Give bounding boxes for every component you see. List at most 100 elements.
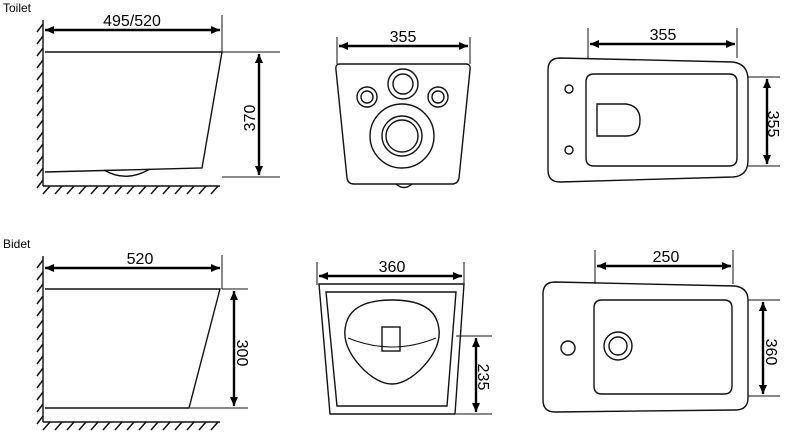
bidet-side-body <box>45 288 221 409</box>
bidet-side-view: 520 300 <box>36 251 250 431</box>
hatch-stroke <box>36 367 44 377</box>
fixing-hole-left-inner <box>360 90 374 104</box>
hatch-stroke <box>126 421 135 431</box>
hatch-stroke <box>36 131 44 141</box>
hatch-stroke <box>36 307 44 317</box>
bidet-side-height-label: 300 <box>233 340 250 367</box>
toilet-side-height-label: 370 <box>242 105 259 132</box>
hatch-stroke <box>90 421 99 431</box>
tap-hole <box>560 340 576 356</box>
bidet-back-contour <box>347 337 437 348</box>
hatch-stroke <box>36 379 44 389</box>
toilet-rim <box>585 73 738 167</box>
hatch-stroke <box>54 185 63 195</box>
hatch-stroke <box>102 421 111 431</box>
bidet-back-opening <box>344 299 440 385</box>
hatch-stroke <box>36 143 44 153</box>
hatch-stroke <box>36 83 44 93</box>
hatch-stroke <box>36 391 44 401</box>
fixing-hole-top <box>387 68 419 100</box>
section-label-bidet: Bidet <box>3 237 31 251</box>
toilet-back-body <box>335 63 471 185</box>
hatch-stroke <box>36 271 44 281</box>
hatch-stroke <box>36 71 44 81</box>
toilet-back-outlet <box>395 183 413 189</box>
toilet-side-view: 495/520 370 <box>36 13 280 195</box>
hatch-stroke <box>36 23 44 33</box>
toilet-top-depth-label: 355 <box>764 111 781 138</box>
toilet-back-width-label: 355 <box>390 29 417 46</box>
bidet-top-depth-label: 360 <box>762 339 779 366</box>
hatch-stroke <box>36 167 44 177</box>
hatch-stroke <box>36 295 44 305</box>
outlet-ring <box>369 103 435 169</box>
bidet-back-width-label: 360 <box>379 259 406 276</box>
hatch-stroke <box>36 319 44 329</box>
hatch-stroke <box>114 421 123 431</box>
floor-hatch <box>42 185 219 195</box>
hatch-stroke <box>36 331 44 341</box>
hatch-stroke <box>138 421 147 431</box>
hatch-stroke <box>36 95 44 105</box>
drain-outer <box>603 331 633 361</box>
hatch-stroke <box>186 421 195 431</box>
hatch-stroke <box>36 259 44 269</box>
toilet-side-body <box>44 51 223 173</box>
hatch-stroke <box>42 421 51 431</box>
hatch-stroke <box>210 185 219 195</box>
wall-hatch <box>36 23 44 189</box>
bidet-top-width-label: 250 <box>653 249 680 266</box>
tap-hole-bottom <box>564 145 574 155</box>
hatch-stroke <box>198 185 207 195</box>
floor-hatch <box>42 421 219 431</box>
hatch-stroke <box>36 47 44 57</box>
hatch-stroke <box>114 185 123 195</box>
hatch-stroke <box>36 283 44 293</box>
hatch-stroke <box>186 185 195 195</box>
bidet-top-body <box>542 281 749 413</box>
hatch-stroke <box>78 421 87 431</box>
bidet-side-width-label: 520 <box>127 251 154 268</box>
hatch-stroke <box>36 35 44 45</box>
hatch-stroke <box>36 155 44 165</box>
fixing-hole-right <box>427 86 449 108</box>
fixing-hole-left <box>356 86 378 108</box>
hatch-stroke <box>36 107 44 117</box>
hatch-stroke <box>198 421 207 431</box>
hatch-stroke <box>66 185 75 195</box>
hatch-stroke <box>102 185 111 195</box>
bidet-back-inner <box>325 291 457 407</box>
outlet-pipe-inner <box>385 119 419 153</box>
hatch-stroke <box>36 179 44 189</box>
hatch-stroke <box>210 421 219 431</box>
hatch-stroke <box>36 403 44 413</box>
hatch-stroke <box>36 119 44 129</box>
hatch-stroke <box>174 185 183 195</box>
hatch-stroke <box>162 185 171 195</box>
toilet-top-view: 355 355 <box>547 27 781 183</box>
bidet-back-view: 360 235 <box>316 259 492 415</box>
hatch-stroke <box>42 185 51 195</box>
drain-inner <box>608 336 628 356</box>
hatch-stroke <box>36 415 44 425</box>
bidet-rim <box>593 299 733 395</box>
hatch-stroke <box>138 185 147 195</box>
fixing-hole-right-inner <box>431 90 445 104</box>
fixing-plate <box>381 326 401 352</box>
section-label-toilet: Toilet <box>3 1 32 15</box>
outlet-pipe <box>381 115 423 157</box>
hatch-stroke <box>66 421 75 431</box>
hatch-stroke <box>174 421 183 431</box>
hatch-stroke <box>150 421 159 431</box>
fixing-hole-top-inner <box>392 73 414 95</box>
hatch-stroke <box>150 185 159 195</box>
toilet-top-width-label: 355 <box>650 27 677 44</box>
toilet-side-width-label: 495/520 <box>103 13 161 30</box>
hatch-stroke <box>90 185 99 195</box>
bidet-back-body <box>318 283 465 415</box>
hatch-stroke <box>54 421 63 431</box>
bidet-back-height-label: 235 <box>474 364 491 391</box>
toilet-outlet <box>103 168 151 177</box>
toilet-back-view: 355 <box>335 29 471 189</box>
